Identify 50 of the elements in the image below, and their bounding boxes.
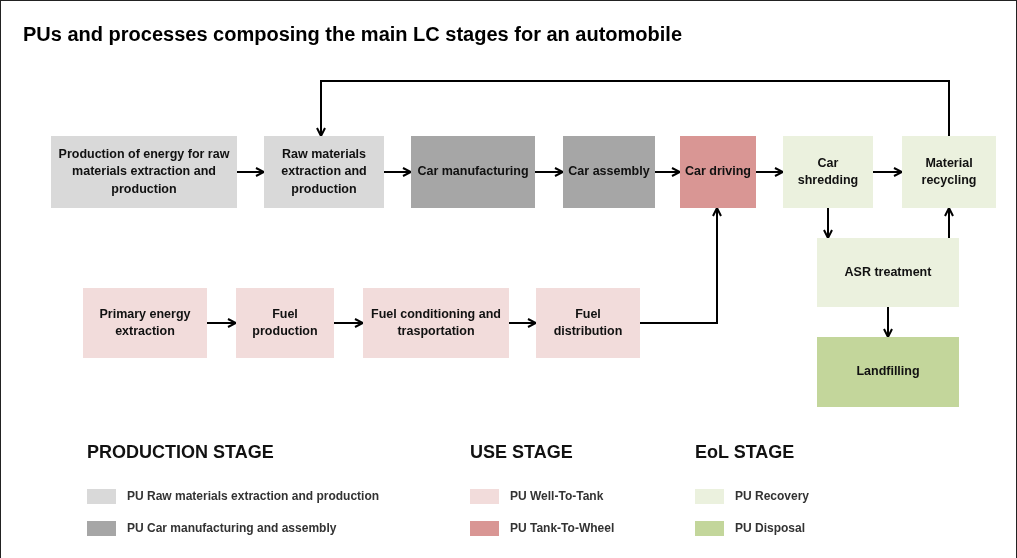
arrow xyxy=(883,306,893,338)
process-label: Production of energy for raw materials extraction and production xyxy=(57,145,231,198)
process-box xyxy=(680,136,756,208)
arrow xyxy=(534,167,564,177)
arrow xyxy=(508,318,537,328)
process-label: Fuel production xyxy=(251,305,319,340)
arrow xyxy=(654,167,681,177)
process-label: Car shredding xyxy=(796,154,860,189)
arrow xyxy=(823,207,833,239)
process-box xyxy=(363,288,509,358)
arrow xyxy=(944,207,954,239)
legend-heading: PRODUCTION STAGE xyxy=(87,442,274,463)
arrow xyxy=(872,167,903,177)
legend-label: PU Well-To-Tank xyxy=(510,489,604,503)
process-label: Car manufacturing xyxy=(417,163,529,181)
arrow xyxy=(316,80,950,137)
legend-label: PU Raw materials extraction and production xyxy=(127,489,380,503)
process-box xyxy=(902,136,996,208)
process-label: Landfilling xyxy=(856,363,920,381)
legend-heading: USE STAGE xyxy=(470,442,573,463)
process-label: Fuel distribution xyxy=(552,305,624,340)
legend-label: PU Car manufacturing and assembly xyxy=(127,521,337,535)
legend-heading: EoL STAGE xyxy=(695,442,795,463)
arrow xyxy=(333,318,364,328)
process-box xyxy=(236,288,334,358)
arrow xyxy=(236,167,265,177)
legend-label: PU Recovery xyxy=(735,489,810,503)
process-label: Fuel conditioning and trasportation xyxy=(370,305,502,340)
process-box xyxy=(264,136,384,208)
legend-label: PU Tank-To-Wheel xyxy=(510,521,615,535)
process-label: Material recycling xyxy=(920,154,978,189)
legend-label: PU Disposal xyxy=(735,521,806,535)
process-label: Primary energy extraction xyxy=(98,305,192,340)
process-label: Car driving xyxy=(685,163,751,181)
process-box xyxy=(51,136,237,208)
process-box xyxy=(536,288,640,358)
process-label: ASR treatment xyxy=(844,263,932,281)
arrow xyxy=(755,167,784,177)
arrow xyxy=(206,318,237,328)
process-label: Raw materials extraction and production xyxy=(280,145,368,198)
arrow xyxy=(639,207,722,324)
title: PUs and processes composing the main LC stages for an automobile xyxy=(23,23,683,46)
process-box xyxy=(817,337,959,407)
process-box xyxy=(411,136,535,208)
process-label: Car assembly xyxy=(568,163,650,181)
process-box xyxy=(563,136,655,208)
process-box xyxy=(783,136,873,208)
arrow xyxy=(383,167,412,177)
process-box xyxy=(817,238,959,307)
process-box xyxy=(83,288,207,358)
